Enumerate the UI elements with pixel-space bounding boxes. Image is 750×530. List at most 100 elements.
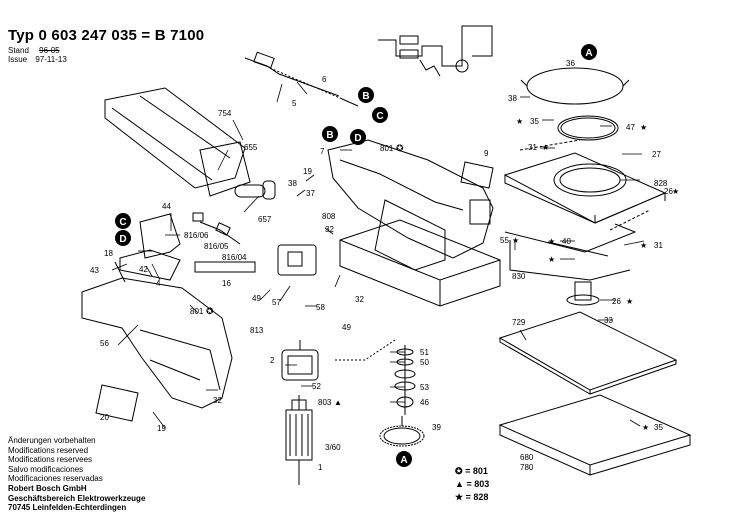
part-label: 39 [432,423,441,432]
callout-B-right-label: B [362,91,369,102]
callout-A-top-label: A [585,48,592,59]
part-label: 808 [322,212,336,221]
callout-C-right [372,107,388,123]
part-label: 1 [318,463,323,472]
clamp-wire [509,240,631,281]
callout-A-top [581,44,597,60]
part-labels: 6 5 754 655 801 ✪ 7 19 38 37 657 808 32 … [90,59,679,472]
part-label: 42 [139,265,148,274]
part-label-symbol: ★ [542,143,549,152]
part-label: 655 [244,143,258,152]
part-label: 2 [270,356,275,365]
switch-assembly [192,212,317,276]
footer-notes: Änderungen vorbehalten Modifications res… [8,436,145,513]
callout-D-center [350,129,366,145]
power-cable [244,51,359,107]
retaining-ring [557,115,619,141]
callout-B-right [358,87,374,103]
part-label: 801 [380,144,394,153]
part-label: 9 [484,149,489,158]
dust-bag [104,87,276,200]
callout-A-bottom-label: A [400,455,407,466]
part-label: 49 [252,294,261,303]
cover-plate [460,161,494,189]
part-label: 680 [520,453,534,462]
part-label: 801 [190,307,204,316]
part-label: 58 [316,303,325,312]
part-label-symbol: ✪ [206,306,214,316]
counterweight-disc [520,67,630,105]
part-label: 32 [355,295,364,304]
motor-housing-upper [327,139,494,271]
part-label: 31 [654,241,663,250]
part-label: 16 [222,279,231,288]
legend-803: ▲ = 803 [455,479,490,489]
field-coil [281,340,319,381]
callout-D-left [115,230,131,246]
rear-handle-housing [81,277,233,409]
sanding-pad [498,394,692,476]
part-label-symbol: ★ [548,237,555,246]
part-label-symbol: ★ [640,241,647,250]
part-label: 52 [312,382,321,391]
part-label: 813 [250,326,264,335]
part-label: 36 [566,59,575,68]
footer-line: Salvo modificaciones [8,464,84,474]
wiring-schematic [378,25,493,77]
part-label-symbol: ★ [640,123,647,132]
footer-line: Änderungen vorbehalten [8,436,96,445]
part-label: 40 [562,237,571,246]
type-title: Typ 0 603 247 035 = B 7100 [8,27,205,44]
part-label-symbol: ▲ [334,398,342,407]
callout-D-center-label: D [354,133,361,144]
gear [379,416,425,447]
part-label: 754 [218,109,232,118]
company-line: Robert Bosch GmbH [8,483,87,493]
part-label: 31 [528,143,537,152]
eccentric-bearing [566,281,600,306]
footer-line: Modificaciones reservadas [8,474,103,484]
callout-markers: A A B B C C D D [115,44,597,467]
part-label: 55 [500,236,509,245]
callout-C-left [115,213,131,229]
part-label: 4 [156,279,161,288]
part-label-symbol: ★ [548,255,555,264]
housing-base-box [339,219,501,307]
part-label: 729 [512,318,526,327]
part-label: 38 [288,179,297,188]
callout-A-bottom [396,451,412,467]
part-label: 19 [303,167,312,176]
part-label: 51 [420,348,429,357]
company-line: Geschäftsbereich Elektrowerkzeuge [8,493,146,503]
clamp-frame [504,223,637,253]
part-label-symbol: ✪ [396,143,404,153]
part-label: 35 [530,117,539,126]
clamp-rod [547,241,609,257]
part-label: 18 [104,249,113,258]
part-label: 47 [626,123,635,132]
part-label: 828 [654,179,668,188]
footer-line: Modifications reserved [8,445,89,455]
part-label: 5 [292,99,297,108]
part-label: 27 [652,150,661,159]
company-line: 70745 Leinfelden-Echterdingen [8,503,127,513]
callout-B-center-label: B [326,130,333,141]
callout-C-right-label: C [376,111,383,122]
armature [285,395,313,485]
part-label: 20 [100,413,109,422]
part-label: 816/04 [222,253,247,262]
part-label: 32 [213,396,222,405]
part-label: 32 [325,225,334,234]
part-label: 657 [258,215,272,224]
callout-D-left-label: D [119,234,126,245]
part-label-symbol: ★ [672,187,679,196]
stand-value: 96-05 [39,46,60,55]
stand-label: Stand [8,46,29,55]
part-label: 56 [100,339,109,348]
part-label: 33 [604,316,613,325]
part-label: 49 [342,323,351,332]
part-label: 50 [420,358,429,367]
leader-lines [111,81,645,429]
part-label-symbol: ★ [626,297,633,306]
part-label: 830 [512,272,526,281]
